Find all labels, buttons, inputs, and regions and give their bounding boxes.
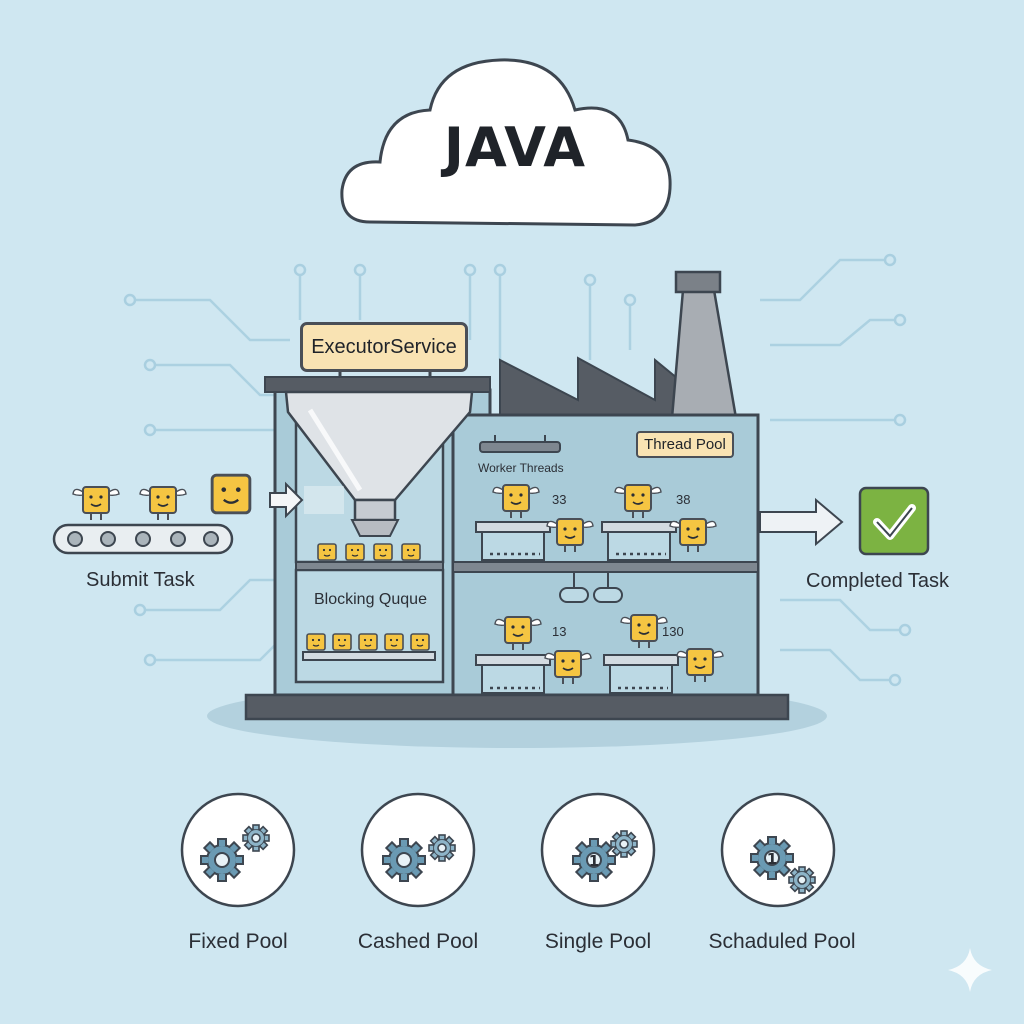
conveyor-belt [52,523,234,555]
blocking-queue-label: Blocking Quque [314,591,427,608]
executor-service-label: ExecutorService [311,335,457,358]
svg-text:1: 1 [589,852,599,870]
scheduled-pool-icon: 1 [720,792,836,908]
sparkle-icon [948,948,992,992]
completed-task-label: Completed Task [806,570,950,592]
thread-pool-label: Thread Pool [644,436,726,453]
workstation-3 [475,617,591,694]
worker-number-3: 13 [552,624,567,639]
incoming-tasks [73,473,252,520]
factory-base [244,693,790,721]
workstation-1 [475,485,593,561]
chimney [670,270,738,420]
cashed-pool-label: Cashed Pool [357,930,479,953]
fixed-pool-icon [180,792,296,908]
circuit-nodes [123,253,912,687]
single-pool-icon: 1 [540,792,656,908]
executor-service-sign: ExecutorService [300,322,468,372]
queue-window [294,568,445,684]
workstation-2 [601,485,716,561]
fixed-pool-label: Fixed Pool [188,930,288,953]
queued-tasks-lower [306,633,430,651]
output-arrow-icon [759,497,844,547]
cloud-title: JAVA [443,116,587,179]
submit-arrow-icon [269,481,344,519]
queue-shelf [302,651,436,661]
scheduled-pool-label: Schaduled Pool [708,930,856,953]
cloud-icon [340,58,672,227]
circuit-traces [130,258,905,682]
hopper-platform [264,376,491,393]
worker-number-2: 38 [676,492,691,507]
thread-pool-sign: Thread Pool [636,431,734,458]
workstation-4 [603,615,723,694]
check-icon [858,486,930,556]
svg-text:1: 1 [767,850,777,868]
cashed-pool-icon [360,792,476,908]
funnel-icon [284,390,474,537]
worker-number-4: 130 [662,624,684,639]
submit-task-label: Submit Task [86,569,195,591]
worker-number-1: 33 [552,492,567,507]
worker-threads-label: Worker Threads [478,461,564,475]
single-pool-label: Single Pool [544,930,652,953]
